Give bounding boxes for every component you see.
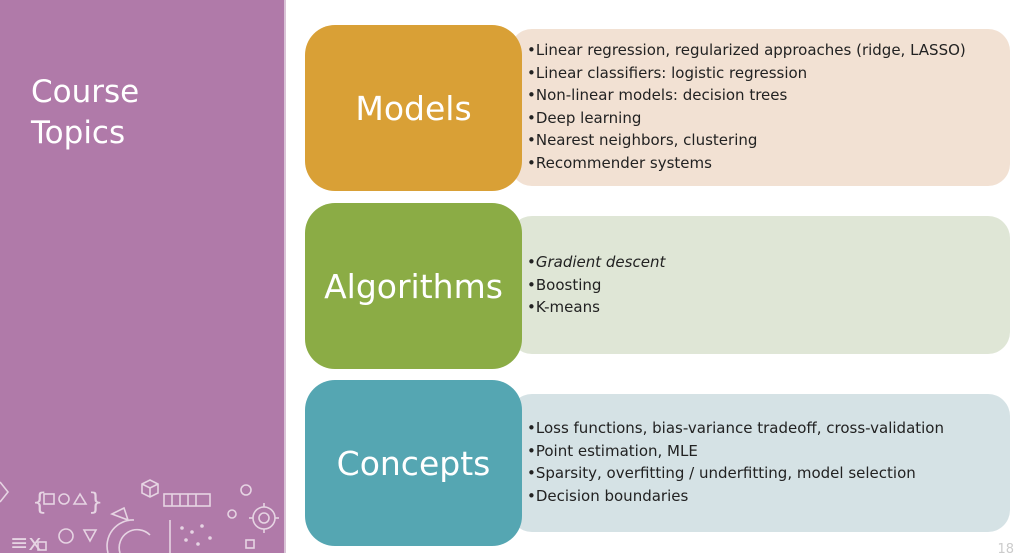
algorithms-label-box: Algorithms bbox=[305, 203, 522, 369]
list-item: Deep learning bbox=[527, 107, 966, 130]
algorithms-list: Gradient descent Boosting K-means bbox=[527, 251, 666, 319]
models-list: Linear regression, regularized approache… bbox=[527, 39, 966, 174]
list-item: Point estimation, MLE bbox=[527, 440, 944, 463]
concepts-label-box: Concepts bbox=[305, 380, 522, 546]
list-item: Sparsity, overfitting / underfitting, mo… bbox=[527, 462, 944, 485]
page-number: 18 bbox=[997, 542, 1014, 557]
list-item: Linear classifiers: logistic regression bbox=[527, 62, 966, 85]
list-item: Gradient descent bbox=[527, 251, 666, 274]
list-item: Non-linear models: decision trees bbox=[527, 84, 966, 107]
concepts-label: Concepts bbox=[336, 443, 491, 483]
sidebar: Course Topics { } ≡x bbox=[0, 0, 284, 553]
slide-title: Course Topics bbox=[31, 74, 140, 151]
sidebar-divider bbox=[284, 0, 286, 553]
list-item: Linear regression, regularized approache… bbox=[527, 39, 966, 62]
list-item: Decision boundaries bbox=[527, 485, 944, 508]
list-item: Boosting bbox=[527, 274, 665, 297]
list-item: Recommender systems bbox=[527, 152, 966, 175]
models-label-box: Models bbox=[305, 25, 522, 191]
algorithms-label: Algorithms bbox=[324, 266, 503, 306]
concepts-list: Loss functions, bias-variance tradeoff, … bbox=[527, 417, 944, 507]
models-label: Models bbox=[355, 88, 472, 128]
list-item: Loss functions, bias-variance tradeoff, … bbox=[527, 417, 944, 440]
list-item: Nearest neighbors, clustering bbox=[527, 129, 966, 152]
decorative-icons: { } ≡x bbox=[0, 479, 279, 553]
svg-text:≡x: ≡x bbox=[10, 531, 41, 553]
svg-text:}: } bbox=[88, 488, 103, 516]
list-item: K-means bbox=[527, 296, 665, 319]
svg-text:{: { bbox=[32, 488, 47, 516]
